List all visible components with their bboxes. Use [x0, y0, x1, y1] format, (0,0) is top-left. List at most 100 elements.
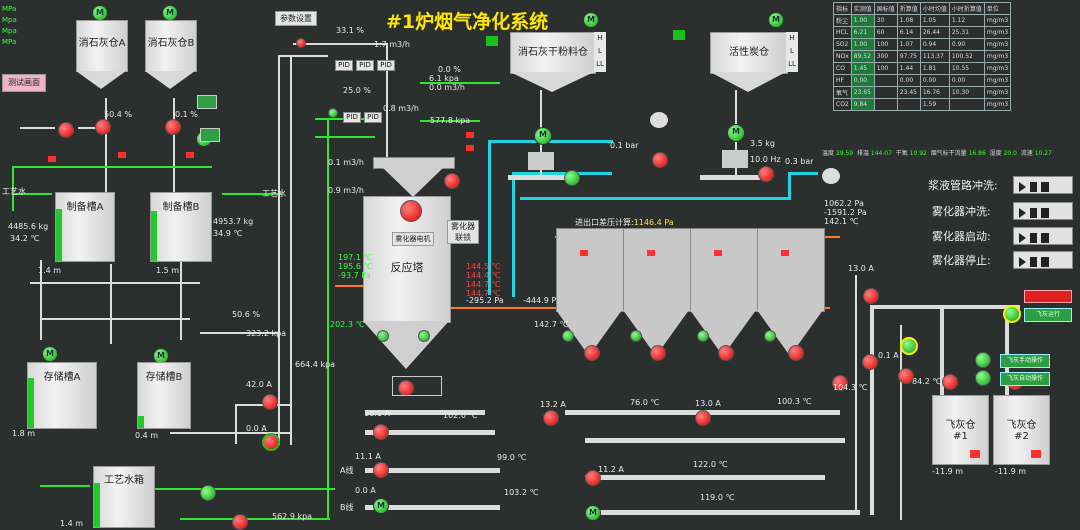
lime-silo-a[interactable]: 消石灰仓A — [76, 20, 128, 72]
valve-open[interactable] — [486, 36, 498, 46]
pump-indicator[interactable] — [58, 122, 74, 138]
pump-indicator[interactable] — [200, 485, 216, 501]
motor-indicator[interactable]: M — [92, 5, 108, 21]
params-button[interactable]: 参数设置 — [275, 11, 317, 26]
prep-tank-b[interactable]: 制备槽B — [150, 192, 212, 262]
ash-silo-2[interactable]: 飞灰仓#2 — [993, 395, 1050, 465]
reactor-tower[interactable]: 反应塔 — [363, 196, 451, 323]
green-status-box[interactable] — [200, 128, 220, 142]
status-indicator-red[interactable] — [584, 345, 600, 361]
atomizer-label: 雾化器 — [451, 222, 475, 231]
status-indicator-green[interactable] — [418, 330, 430, 342]
status-indicator-red[interactable] — [862, 354, 878, 370]
status-indicator-red[interactable] — [832, 375, 848, 391]
status-indicator-green[interactable] — [562, 330, 574, 342]
valve-indicator[interactable] — [296, 38, 306, 48]
lime-silo-b[interactable]: 消石灰仓B — [145, 20, 197, 72]
blower[interactable] — [822, 168, 840, 184]
pid-button[interactable]: PID — [356, 60, 374, 71]
storage-tank-a[interactable]: 存储槽A — [27, 362, 97, 429]
pid-button[interactable]: PID — [364, 112, 382, 123]
process-water-tank[interactable]: 工艺水箱 — [93, 466, 155, 528]
stop-icon[interactable] — [1041, 182, 1049, 192]
pid-button[interactable]: PID — [335, 60, 353, 71]
lime-powder-silo[interactable]: 消石灰干粉料仓 — [510, 32, 596, 74]
motor-indicator[interactable]: M — [727, 124, 745, 142]
bag-filter-4[interactable] — [757, 228, 825, 312]
play-icon[interactable] — [1019, 257, 1026, 267]
status-indicator-red[interactable] — [165, 119, 181, 135]
motor-indicator[interactable]: M — [583, 12, 599, 28]
conveyor-indicator[interactable] — [585, 470, 601, 486]
status-indicator-green[interactable] — [697, 330, 709, 342]
carbon-silo[interactable]: 活性炭仓 — [710, 32, 788, 74]
valve-indicator[interactable] — [328, 108, 338, 118]
status-indicator-green[interactable] — [975, 370, 991, 386]
status-indicator-red[interactable] — [863, 288, 879, 304]
ash-auto-button[interactable]: 飞灰自动操作 — [1000, 372, 1050, 386]
motor-indicator[interactable]: M — [42, 346, 58, 362]
pump-indicator[interactable] — [262, 394, 278, 410]
motor-indicator[interactable] — [900, 337, 918, 355]
blower-indicator[interactable] — [652, 152, 668, 168]
bag-filter-3[interactable] — [690, 228, 758, 312]
storage-tank-b[interactable]: 存储槽B — [137, 362, 191, 429]
play-icon[interactable] — [1019, 233, 1026, 243]
ash-run-button[interactable]: 飞灰运行 — [1024, 308, 1072, 322]
conveyor-indicator[interactable] — [373, 424, 389, 440]
slurry-flush-control[interactable] — [1013, 176, 1073, 194]
atomizer-flush-control[interactable] — [1013, 202, 1073, 220]
ash-silo-1[interactable]: 飞灰仓#1 — [932, 395, 989, 465]
atomizer-stop-control[interactable] — [1013, 251, 1073, 269]
pause-icon[interactable] — [1030, 182, 1037, 192]
pause-icon[interactable] — [1030, 257, 1037, 267]
motor-indicator[interactable]: M — [162, 5, 178, 21]
pause-icon[interactable] — [1030, 233, 1037, 243]
green-status-box[interactable] — [197, 95, 217, 109]
pump-indicator[interactable] — [262, 433, 280, 451]
stop-icon[interactable] — [1041, 233, 1049, 243]
status-indicator-green[interactable] — [764, 330, 776, 342]
status-indicator-red[interactable] — [758, 166, 774, 182]
prep-tank-a[interactable]: 制备槽A — [55, 192, 115, 262]
status-indicator-red[interactable] — [788, 345, 804, 361]
atomizer-motor-button[interactable]: 雾化器电机 — [392, 232, 434, 246]
motor-indicator[interactable]: M — [585, 505, 601, 521]
pump-indicator[interactable] — [232, 514, 248, 530]
atomizer-indicator[interactable] — [400, 200, 422, 222]
motor-indicator[interactable] — [1003, 305, 1021, 323]
test-screen-button[interactable]: 测试画面 — [2, 74, 46, 92]
conveyor-indicator[interactable] — [695, 410, 711, 426]
status-indicator-red[interactable] — [898, 368, 914, 384]
status-indicator-red[interactable] — [942, 374, 958, 390]
stop-icon[interactable] — [1041, 257, 1049, 267]
ash-manual-button[interactable]: 飞灰手动操作 — [1000, 354, 1050, 368]
status-indicator-red[interactable] — [444, 173, 460, 189]
silo-b-percent: 0.1 % — [175, 110, 198, 119]
pid-button[interactable]: PID — [343, 112, 361, 123]
pause-icon[interactable] — [1030, 208, 1037, 218]
bag-filter-1[interactable] — [556, 228, 624, 312]
status-indicator-red[interactable] — [650, 345, 666, 361]
status-indicator-green[interactable] — [975, 352, 991, 368]
status-indicator-red[interactable] — [718, 345, 734, 361]
status-indicator-red[interactable] — [95, 119, 111, 135]
status-indicator-green[interactable] — [377, 330, 389, 342]
motor-indicator[interactable]: M — [768, 12, 784, 28]
conveyor-indicator[interactable] — [543, 410, 559, 426]
valve-open[interactable] — [673, 30, 685, 40]
play-icon[interactable] — [1019, 182, 1026, 192]
atomizer-start-control[interactable] — [1013, 227, 1073, 245]
conveyor-indicator[interactable] — [373, 462, 389, 478]
status-indicator-green[interactable] — [564, 170, 580, 186]
status-indicator-green[interactable] — [630, 330, 642, 342]
atomizer-link-button[interactable]: 雾化器联锁 — [447, 220, 479, 244]
play-icon[interactable] — [1019, 208, 1026, 218]
bag-filter-2[interactable] — [623, 228, 691, 312]
stop-icon[interactable] — [1041, 208, 1049, 218]
pid-button[interactable]: PID — [377, 60, 395, 71]
blower[interactable] — [650, 112, 668, 128]
alarm-badge[interactable] — [1024, 290, 1072, 303]
motor-indicator[interactable]: M — [373, 498, 389, 514]
motor-indicator[interactable]: M — [534, 127, 552, 145]
